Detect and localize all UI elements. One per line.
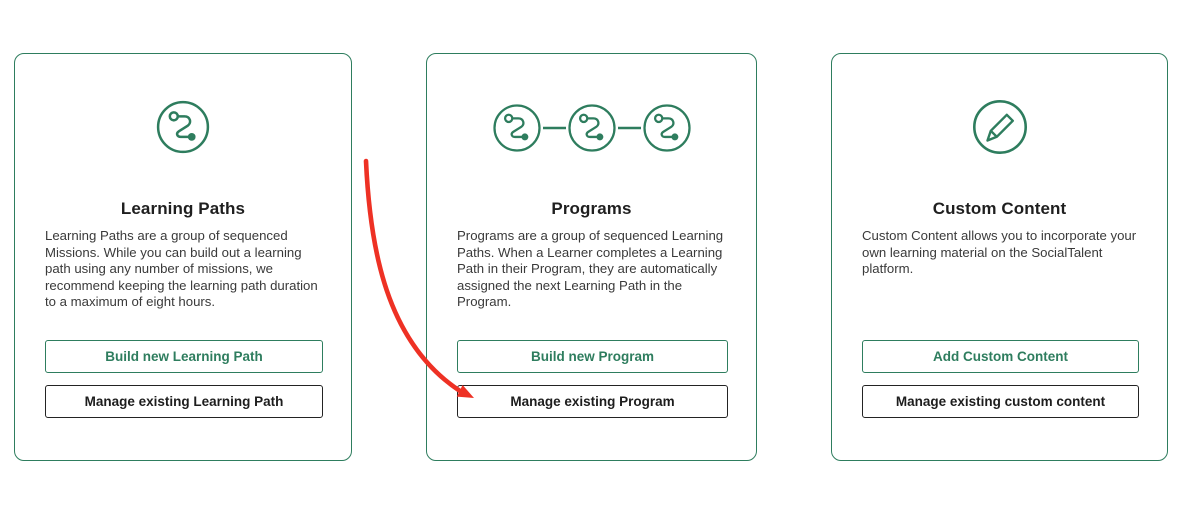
learning-path-icon: [15, 96, 351, 158]
manage-existing-custom-content-button[interactable]: Manage existing custom content: [862, 385, 1139, 418]
build-new-program-button[interactable]: Build new Program: [457, 340, 728, 373]
custom-content-description: Custom Content allows you to incorporate…: [862, 228, 1137, 277]
manage-existing-learning-path-button[interactable]: Manage existing Learning Path: [45, 385, 323, 418]
program-chain-icon: [427, 99, 756, 157]
learning-paths-title: Learning Paths: [120, 199, 246, 218]
programs-card: Programs Programs are a group of sequenc…: [426, 53, 757, 461]
custom-content-title: Custom Content: [932, 199, 1067, 218]
programs-description: Programs are a group of sequenced Learni…: [457, 228, 724, 310]
manage-existing-program-button[interactable]: Manage existing Program: [457, 385, 728, 418]
custom-content-card: Custom Content Custom Content allows you…: [831, 53, 1168, 461]
add-custom-content-button[interactable]: Add Custom Content: [862, 340, 1139, 373]
build-new-learning-path-button[interactable]: Build new Learning Path: [45, 340, 323, 373]
learning-paths-description: Learning Paths are a group of sequenced …: [45, 228, 318, 310]
programs-title: Programs: [551, 199, 632, 218]
pencil-icon: [832, 95, 1167, 159]
learning-paths-card: Learning Paths Learning Paths are a grou…: [14, 53, 352, 461]
